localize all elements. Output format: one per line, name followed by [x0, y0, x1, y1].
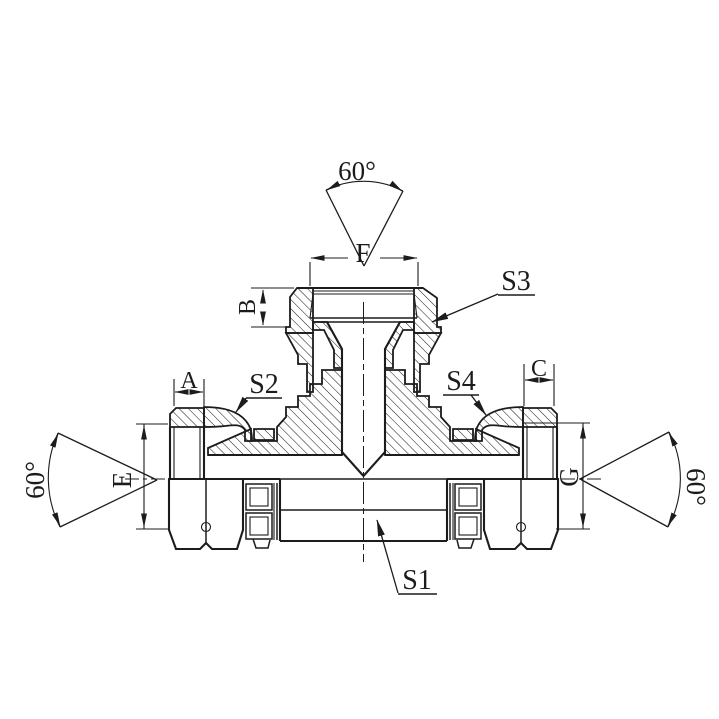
s4-label: S4: [446, 366, 476, 397]
top-nut-right-skirt: [413, 332, 443, 393]
top-nut-right-wall: [413, 287, 442, 334]
left-ferrule-external: [245, 483, 278, 549]
label-s2: S2: [235, 369, 282, 413]
dimension-a: A: [173, 368, 205, 406]
body-neck-right-section: [384, 321, 415, 369]
body-neck-left-section: [312, 321, 343, 369]
left-cone-angle: 60°: [20, 432, 158, 528]
top-angle-label: 60°: [338, 156, 376, 186]
dim-b-label: B: [235, 299, 261, 315]
dimension-b: B: [235, 287, 294, 328]
centerlines: [125, 302, 603, 562]
s1-label: S1: [402, 565, 432, 596]
right-angle-label: 60°: [681, 468, 711, 506]
dimension-c: C: [523, 356, 555, 406]
dimension-f: F: [309, 238, 419, 286]
right-port-section: [474, 406, 559, 479]
dim-e-label: E: [107, 472, 137, 489]
right-nut-chamfer-circle: [515, 521, 527, 533]
body-hex-external: [278, 479, 449, 543]
dimension-e: E: [107, 423, 168, 530]
dimension-g: G: [523, 422, 590, 530]
left-ferrule-section: [253, 428, 275, 441]
right-nut-top-wall: [522, 407, 558, 428]
s3-label: S3: [501, 266, 531, 297]
dim-f-label: F: [355, 238, 370, 268]
lower-external-view: [167, 477, 560, 551]
left-hex-nut: [167, 479, 245, 551]
right-hex-nut: [482, 479, 560, 551]
right-nut-flank: [474, 406, 524, 442]
left-port-section: [168, 406, 253, 479]
left-nut-chamfer-circle: [200, 521, 212, 533]
right-ferrule-section: [452, 428, 474, 441]
label-s4: S4: [443, 366, 487, 416]
top-nut-left-wall: [285, 287, 314, 334]
dim-a-label: A: [180, 368, 198, 394]
left-nut-flank: [203, 406, 253, 442]
top-cone-angle: 60°: [325, 156, 404, 267]
label-s1: S1: [376, 519, 437, 596]
s2-label: S2: [249, 369, 279, 400]
label-s3: S3: [431, 266, 535, 323]
left-nut-top-wall: [169, 407, 205, 428]
top-nut-left-skirt: [284, 332, 314, 393]
right-cone-angle: 60°: [579, 431, 711, 528]
dim-c-label: C: [531, 356, 547, 382]
left-angle-label: 60°: [20, 461, 50, 499]
dim-g-label: G: [554, 467, 584, 487]
right-ferrule-external: [449, 483, 482, 549]
